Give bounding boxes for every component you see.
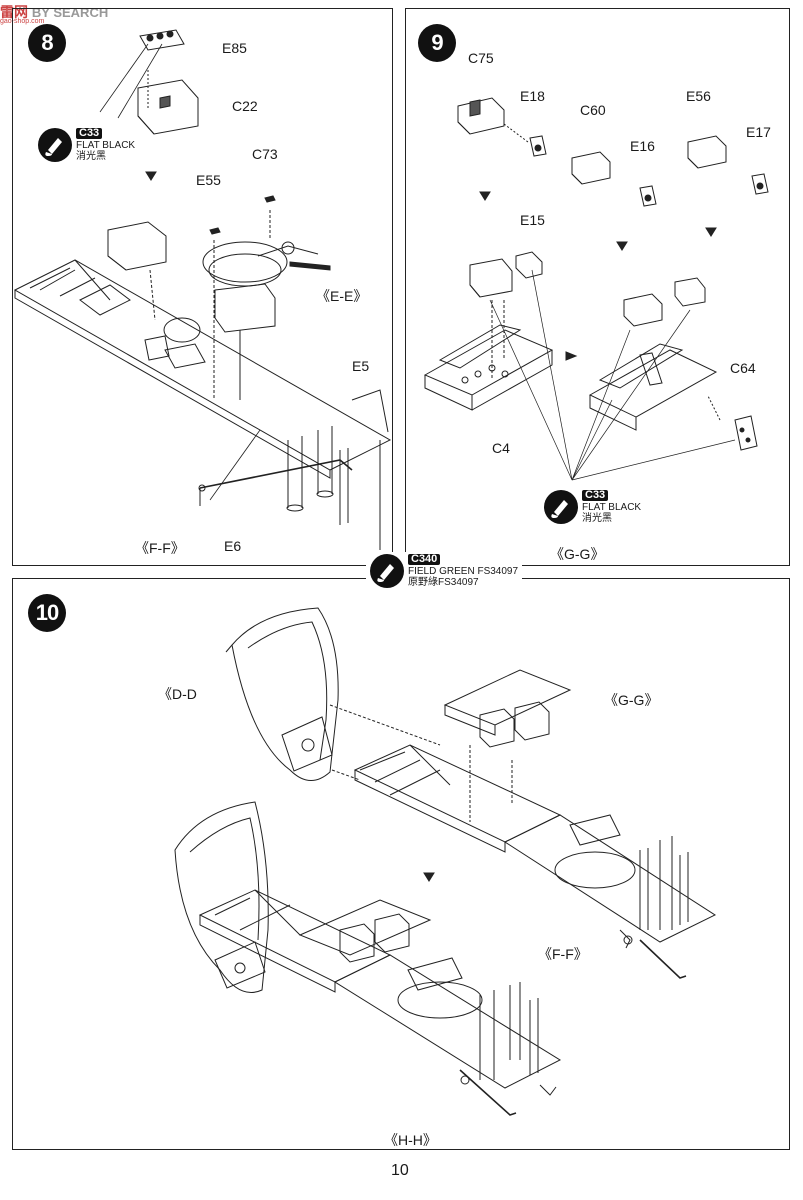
label-e55: E55 [196, 172, 221, 188]
step8-drawing [13, 29, 392, 550]
paint-name-en: FLAT BLACK [582, 502, 642, 513]
label-e16: E16 [630, 138, 655, 154]
paint-name-cn: 原野綠FS34097 [408, 577, 479, 588]
step8-number: 8 [28, 24, 66, 62]
paint-code: C33 [76, 128, 103, 139]
paint-callout-step9: C33 FLAT BLACK 消光黑 [544, 490, 641, 524]
label-gg-step10: 《G-G》 [604, 692, 659, 708]
label-ff-step10: 《F-F》 [538, 946, 588, 962]
watermark-cn: 雷 [0, 4, 14, 20]
paint-name-en: FIELD GREEN FS34097 [408, 566, 519, 577]
label-e6: E6 [224, 538, 242, 554]
paint-name-cn: 消光黑 [76, 151, 106, 162]
paint-code: C33 [582, 490, 609, 501]
paint-brush-icon [370, 554, 404, 588]
paint-callout-center: C340 FIELD GREEN FS34097 原野綠FS34097 [366, 552, 523, 590]
label-gg-step9: 《G-G》 [550, 546, 605, 562]
step10-number: 10 [28, 594, 66, 632]
paint-name-cn: 消光黑 [582, 513, 612, 524]
label-e17: E17 [746, 124, 771, 140]
step9-number: 9 [418, 24, 456, 62]
label-e15: E15 [520, 212, 545, 228]
paint-brush-icon [38, 128, 72, 162]
label-c64: C64 [730, 360, 756, 376]
watermark-url: gao-shop.com [0, 18, 45, 25]
step8-panel [12, 8, 393, 566]
label-c22: C22 [232, 98, 258, 114]
label-dd: 《D-D [158, 686, 197, 702]
paint-brush-icon [544, 490, 578, 524]
step9-drawing [423, 97, 769, 481]
label-c73: C73 [252, 146, 278, 162]
label-ff-step8: 《F-F》 [135, 540, 185, 556]
label-c75: C75 [468, 50, 494, 66]
label-e5: E5 [352, 358, 370, 374]
label-c60: C60 [580, 102, 606, 118]
label-e56: E56 [686, 88, 711, 104]
paint-callout-step8: C33 FLAT BLACK 消光黑 [38, 128, 135, 162]
paint-code: C340 [408, 554, 441, 565]
label-e18: E18 [520, 88, 545, 104]
label-c4: C4 [492, 440, 510, 456]
step10-drawing [174, 607, 717, 1116]
label-e85: E85 [222, 40, 247, 56]
label-hh: 《H-H》 [384, 1132, 437, 1148]
label-ee: 《E-E》 [316, 288, 368, 304]
page-number: 10 [391, 1162, 409, 1179]
step9-panel [405, 8, 790, 566]
paint-name-en: FLAT BLACK [76, 140, 136, 151]
